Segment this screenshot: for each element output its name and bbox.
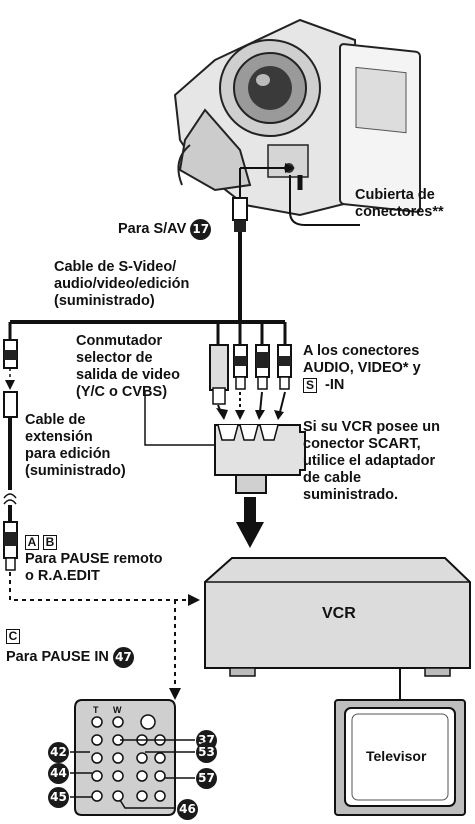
switch-leader-line [144,390,230,446]
remote-t-label: T [93,705,99,715]
plug-rca-3 [277,344,292,390]
vcr-device [204,557,471,677]
switch-label: Conmutador selector de salida de video (… [76,333,180,400]
box-b: B [43,535,57,550]
callout-46: 46 [177,799,198,820]
tv-set [334,699,466,816]
connector-cover-label: Cubierta de conectores** [355,187,444,220]
box-a: A [25,535,39,550]
callout-45: 45 [48,787,69,808]
camcorder-illustration [173,18,421,217]
callout-17: 17 [190,219,212,240]
sav-label: Para S/AV 17 [118,219,212,240]
plug-rca-1 [233,344,248,390]
cable-label: Cable de S-Video/ audio/video/edición (s… [54,259,190,309]
scart-label: Si su VCR posee un conector SCART, utili… [303,419,440,503]
callout-57: 57 [196,768,217,789]
pausein-line [169,600,181,700]
tv-label: Televisor [366,748,427,764]
remote-w-label: W [113,705,122,715]
callout-44: 44 [48,763,69,784]
pausein-label: C Para PAUSE IN 47 [6,628,134,668]
remote-control [70,699,195,816]
callout-47: 47 [112,647,134,668]
plug-rca-2 [255,344,270,390]
vcr-label: VCR [322,605,356,622]
callout-42: 42 [48,742,69,763]
arrow-to-vcr [236,497,264,548]
arrows-to-scart [216,391,286,420]
extension-cable [3,339,200,606]
plug-svideo [209,344,229,405]
scart-adapter [214,424,306,494]
box-s: S [303,378,317,393]
cable-bus [8,320,287,345]
callout-53: 53 [196,742,217,763]
box-c: C [6,629,20,644]
cable-to-camcorder [232,163,360,322]
connectors-label: A los conectores AUDIO, VIDEO* y S -IN [303,343,421,393]
extension-cable-label: Cable de extensión para edición (suminis… [25,412,126,479]
